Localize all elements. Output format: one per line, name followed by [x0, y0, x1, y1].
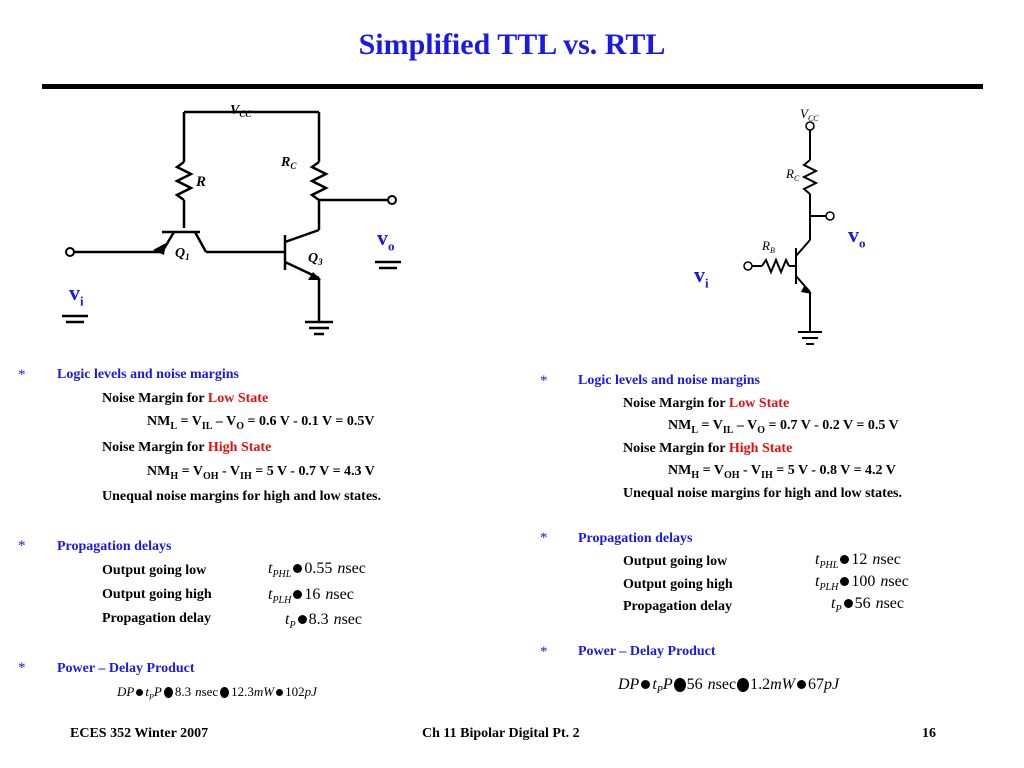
footer-course: ECES 352 Winter 2007 — [70, 726, 209, 741]
left-nmh-equation: NMH = VOH - VIH = 5 V - 0.7 V = 4.3 V — [147, 464, 375, 482]
left-prop-heading: Propagation delays — [57, 539, 172, 554]
footer-page-number: 16 — [922, 726, 936, 741]
ttl-q3-label: Q3 — [308, 251, 323, 267]
right-nmh-equation: NMH = VOH - VIH = 5 V - 0.8 V = 4.2 V — [668, 463, 896, 481]
bullet-star: * — [540, 373, 548, 389]
right-nml-equation: NML = VIL – VO = 0.7 V - 0.2 V = 0.5 V — [668, 418, 899, 436]
ttl-resistor-r — [174, 160, 194, 202]
right-prop-delay: Propagation delay — [623, 599, 733, 614]
left-nm-low: Noise Margin for Low State — [102, 391, 269, 406]
right-out-high: Output going high — [623, 577, 733, 592]
bullet-star: * — [540, 644, 548, 660]
bullet-star: * — [540, 530, 548, 546]
rtl-rc-label: RC — [785, 166, 800, 183]
ttl-q1-label: Q1 — [175, 246, 190, 262]
left-prop-delay: Propagation delay — [102, 611, 212, 626]
bullet-star: * — [18, 367, 26, 383]
rtl-resistor-rb — [761, 257, 790, 275]
slide-title: Simplified TTL vs. RTL — [358, 28, 666, 61]
left-out-low: Output going low — [102, 563, 207, 578]
rtl-vo-label: vo — [848, 222, 866, 251]
ttl-r-label: R — [195, 174, 206, 190]
left-pdp-heading: Power – Delay Product — [57, 661, 195, 676]
left-logic-heading: Logic levels and noise margins — [57, 367, 240, 382]
rtl-resistor-rc — [801, 159, 819, 195]
right-prop-heading: Propagation delays — [578, 531, 693, 546]
ttl-circuit-diagram: VCC R RC Q1 Q3 — [62, 103, 401, 336]
ttl-vi-label: vi — [69, 280, 84, 309]
ttl-rc-label: RC — [280, 155, 297, 171]
left-out-high: Output going high — [102, 587, 212, 602]
rtl-rb-label: RB — [761, 238, 775, 255]
left-unequal: Unequal noise margins for high and low s… — [102, 489, 382, 504]
ttl-resistor-rc — [309, 160, 329, 202]
right-logic-heading: Logic levels and noise margins — [578, 373, 761, 388]
rtl-vcc-label: VCC — [800, 106, 819, 123]
footer-chapter: Ch 11 Bipolar Digital Pt. 2 — [422, 726, 580, 741]
bullet-star: * — [18, 660, 26, 676]
right-pdp-heading: Power – Delay Product — [578, 644, 716, 659]
right-unequal: Unequal noise margins for high and low s… — [623, 486, 903, 501]
ttl-vo-label: vo — [377, 225, 395, 254]
title-divider — [42, 84, 983, 89]
ttl-vcc-label: VCC — [230, 103, 252, 119]
right-nm-low: Noise Margin for Low State — [623, 396, 790, 411]
rtl-circuit-diagram: VCC RC RB — [743, 106, 835, 345]
rtl-vi-label: vi — [694, 262, 709, 291]
left-nm-high: Noise Margin for High State — [102, 440, 272, 455]
left-nml-equation: NML = VIL – VO = 0.6 V - 0.1 V = 0.5V — [147, 414, 375, 432]
right-out-low: Output going low — [623, 554, 728, 569]
bullet-star: * — [18, 538, 26, 554]
right-nm-high: Noise Margin for High State — [623, 441, 793, 456]
